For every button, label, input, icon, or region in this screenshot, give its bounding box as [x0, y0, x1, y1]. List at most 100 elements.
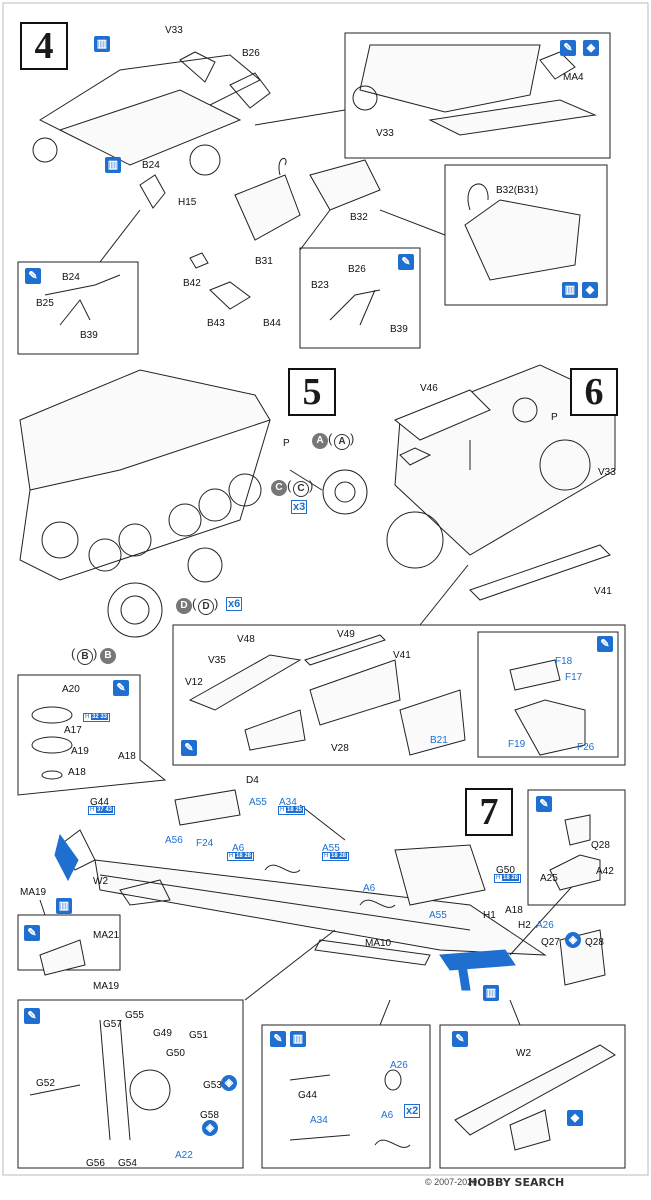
part-label: A56	[165, 835, 183, 846]
part-label: V35	[208, 655, 226, 666]
quantity-badge: x3	[291, 500, 308, 514]
part-label: A55	[249, 797, 267, 808]
subassembly-B-marker-open: B	[77, 649, 93, 665]
cement-icon: ◆	[567, 1110, 583, 1126]
part-label: G52	[36, 1078, 55, 1089]
part-label: Q27	[541, 937, 560, 948]
brand-name: HOBBY SEARCH	[468, 1176, 565, 1189]
part-label: V46	[420, 383, 438, 394]
part-label: A17	[64, 725, 82, 736]
part-label: B42	[183, 278, 201, 289]
part-label: B43	[207, 318, 225, 329]
part-label: G57	[103, 1019, 122, 1030]
sprue-tag-num: 18 28	[502, 875, 520, 881]
sprue-tag-num: 32 33	[91, 714, 109, 720]
subassembly-A-marker-open: A	[334, 434, 350, 450]
part-label: G49	[153, 1028, 172, 1039]
part-label: F26	[577, 742, 595, 753]
step-number-6: 6	[570, 368, 618, 416]
paren-open: (	[328, 431, 333, 446]
step-number-7: 7	[465, 788, 513, 836]
sprue-tag: H 18 28	[322, 852, 350, 861]
part-label: B24	[142, 160, 160, 171]
part-label: A6	[232, 843, 245, 854]
part-label: A18	[505, 905, 523, 916]
part-label: V12	[185, 677, 203, 688]
part-label: B39	[390, 324, 408, 335]
paint-brush-icon: ▥	[94, 36, 110, 52]
part-label: G56	[86, 1158, 105, 1169]
part-label: A22	[175, 1150, 193, 1161]
part-label: P	[551, 412, 558, 423]
subassembly-D-marker: D	[176, 598, 192, 614]
glue-icon: ✎	[181, 740, 197, 756]
part-label: G53	[203, 1080, 222, 1091]
part-label: V48	[237, 634, 255, 645]
part-label: G54	[118, 1158, 137, 1169]
glue-icon: ✎	[24, 1008, 40, 1024]
glue-icon: ✎	[24, 925, 40, 941]
part-label: MA21	[93, 930, 120, 941]
brand-watermark: HOBBY SEARCH	[468, 1176, 564, 1189]
part-label: A34	[279, 797, 297, 808]
cement-icon: ◆	[582, 282, 598, 298]
part-label: V33	[165, 25, 183, 36]
glue-icon: ✎	[536, 796, 552, 812]
part-label: A25	[540, 873, 558, 884]
part-label: Q28	[591, 840, 610, 851]
subassembly-C-marker: C	[271, 480, 287, 496]
part-label: F18	[555, 656, 573, 667]
part-label: A6	[381, 1110, 394, 1121]
part-label: A18	[118, 751, 136, 762]
part-label: A19	[71, 746, 89, 757]
sprue-tag: H 18 25	[278, 806, 306, 815]
part-label: MA19	[20, 887, 47, 898]
part-label: V41	[393, 650, 411, 661]
part-label: B31	[255, 256, 273, 267]
subassembly-C-marker-open: C	[293, 481, 309, 497]
part-label: V49	[337, 629, 355, 640]
part-label: G51	[189, 1030, 208, 1041]
glue-icon: ✎	[560, 40, 576, 56]
part-label: B32(B31)	[496, 185, 539, 196]
part-label: MA4	[563, 72, 584, 83]
part-label: B44	[263, 318, 281, 329]
part-label: A20	[62, 684, 80, 695]
sprue-tag: H 18 28	[227, 852, 255, 861]
part-label: F24	[196, 838, 214, 849]
part-label: G50	[166, 1048, 185, 1059]
paint-brush-icon: ▥	[105, 157, 121, 173]
glue-icon: ✎	[597, 636, 613, 652]
part-label: G44	[90, 797, 109, 808]
glue-icon: ✎	[452, 1031, 468, 1047]
part-label: MA10	[365, 938, 392, 949]
glue-icon: ✎	[25, 268, 41, 284]
part-label: G44	[298, 1090, 317, 1101]
paren-open: (	[71, 646, 76, 661]
part-label: B23	[311, 280, 329, 291]
part-label: V33	[598, 467, 616, 478]
quantity-badge: x6	[226, 597, 243, 611]
cement-icon: ◆	[583, 40, 599, 56]
part-label: A55	[322, 843, 340, 854]
sprue-tag-num: 18 28	[235, 853, 253, 859]
step-number-5: 5	[288, 368, 336, 416]
paren-close: )	[214, 596, 219, 611]
part-label: B26	[348, 264, 366, 275]
part-label: A18	[68, 767, 86, 778]
paint-brush-icon: ▥	[562, 282, 578, 298]
part-label: MA19	[93, 981, 120, 992]
glue-icon: ✎	[270, 1031, 286, 1047]
part-label: F19	[508, 739, 526, 750]
part-label: A6	[363, 883, 376, 894]
part-label: H1	[483, 910, 496, 921]
sprue-tag: H 37 43	[88, 806, 116, 815]
subassembly-D-marker-open: D	[198, 599, 214, 615]
part-label: B32	[350, 212, 368, 223]
paren-open: (	[192, 596, 197, 611]
part-label: G58	[200, 1110, 219, 1121]
sprue-tag-num: 37 43	[96, 807, 114, 813]
part-label: V41	[594, 586, 612, 597]
part-label: A26	[390, 1060, 408, 1071]
